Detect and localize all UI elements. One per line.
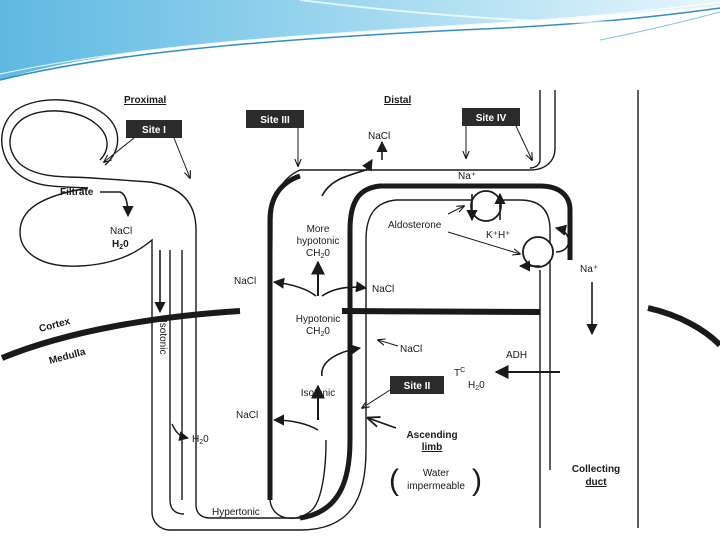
aldosterone-arrow-lower — [447, 231, 520, 254]
cortex-medulla-boundary-left — [0, 308, 241, 361]
water-impermeable-line2: impermeable — [407, 481, 465, 492]
more-hypotonic-line1: More — [307, 224, 330, 235]
more-hypotonic-arrow — [321, 159, 373, 197]
nacl-lower-arrow — [272, 414, 319, 431]
ch2o-lower-label: CH20 — [306, 326, 330, 338]
nacl-site2-pointer — [378, 340, 399, 347]
descending-limb-inner-left — [169, 250, 185, 515]
nacl-left-upper-label: NaCl — [234, 276, 256, 287]
filtrate-arrow — [100, 191, 134, 218]
site-ii-arrow — [362, 389, 391, 408]
nacl-right-upper-arrow — [321, 281, 368, 297]
proximal-tubule-lower — [19, 187, 300, 531]
distal-top-line — [529, 90, 541, 169]
nacl-site2-label: NaCl — [400, 344, 422, 355]
isotonic-descending-label: Isotonic — [157, 320, 168, 354]
site-iii-label: Site III — [260, 115, 290, 126]
hypotonic-label: Hypotonic — [296, 314, 340, 325]
nacl-left-upper-arrow — [272, 277, 317, 297]
proximal-tubule — [9, 110, 300, 519]
banner-wave-line-3 — [299, 0, 720, 24]
ascending-limb-label-1: Ascending — [406, 430, 457, 441]
ch2o-upper-label: CH20 — [306, 248, 330, 260]
na-plus-distal-label: Na⁺ — [458, 171, 476, 182]
na-k-pump-upper — [470, 190, 502, 222]
paren-right: ) — [472, 464, 482, 497]
filtrate-label: Filtrate — [60, 187, 94, 198]
ascending-limb-thick — [299, 183, 573, 521]
water-impermeable-line1: Water — [423, 468, 450, 479]
nacl-proximal-label: NaCl — [110, 226, 132, 237]
cortex-medulla-boundary-right — [647, 305, 720, 348]
banner-wave-line-1 — [0, 7, 720, 81]
na-plus-collecting-label: Na⁺ — [580, 264, 598, 275]
nacl-site2-arrow — [321, 344, 362, 377]
banner-wave-line-2 — [0, 1, 720, 75]
hypertonic-label: Hypertonic — [212, 507, 260, 518]
site-ii-label: Site II — [404, 381, 431, 392]
proximal-heading: Proximal — [124, 95, 166, 106]
k-h-label: K⁺H⁺ — [486, 230, 510, 241]
h2o-proximal-label: H20 — [112, 239, 129, 251]
collecting-duct-label-1: Collecting — [572, 464, 620, 475]
h2o-loop-arrow — [171, 423, 189, 442]
more-hypotonic-line2: hypotonic — [297, 236, 340, 247]
h2o-loop-label: H20 — [192, 434, 209, 446]
site-i-arrow-right — [173, 137, 190, 178]
descending-thick-limb — [267, 173, 301, 500]
ascending-limb-outer — [299, 199, 551, 531]
site-iv-label: Site IV — [476, 113, 507, 124]
ascending-limb-pointer — [368, 418, 397, 429]
paren-left: ( — [389, 464, 399, 497]
nacl-site3-label: NaCl — [368, 131, 390, 142]
site-ii-box — [390, 376, 444, 394]
site-iii-box — [246, 110, 304, 128]
site-i-arrow-left — [104, 137, 135, 162]
na-k-pump-lower — [522, 236, 554, 268]
loop-bottom — [269, 439, 327, 519]
isotonic-ascending-label: Isotonic — [301, 388, 335, 399]
medulla-label: Medulla — [48, 347, 87, 367]
proximal-tubule-inner — [1, 99, 119, 189]
distal-heading: Distal — [384, 95, 411, 106]
ascending-limb-label-2: limb — [422, 442, 443, 453]
collecting-duct-label-2: duct — [585, 477, 607, 488]
adh-label: ADH — [506, 350, 527, 361]
aldosterone-label: Aldosterone — [388, 220, 442, 231]
cortex-medulla-boundary-middle — [341, 308, 541, 315]
decorative-banner — [0, 0, 720, 81]
nacl-right-upper-label: NaCl — [372, 284, 394, 295]
site-iv-box — [462, 108, 520, 126]
site-iv-arrow-right — [515, 125, 532, 160]
pump-lower-arrow — [554, 224, 570, 253]
tc-label: TC — [454, 367, 465, 379]
site-i-box — [126, 120, 182, 138]
nacl-lower-label: NaCl — [236, 410, 258, 421]
h2o-collecting-label: H20 — [468, 380, 485, 392]
aldosterone-arrow-upper — [447, 206, 464, 215]
site-i-label: Site I — [142, 125, 166, 136]
cortex-label: Cortex — [38, 316, 72, 335]
banner-wave-line-4 — [599, 11, 720, 41]
